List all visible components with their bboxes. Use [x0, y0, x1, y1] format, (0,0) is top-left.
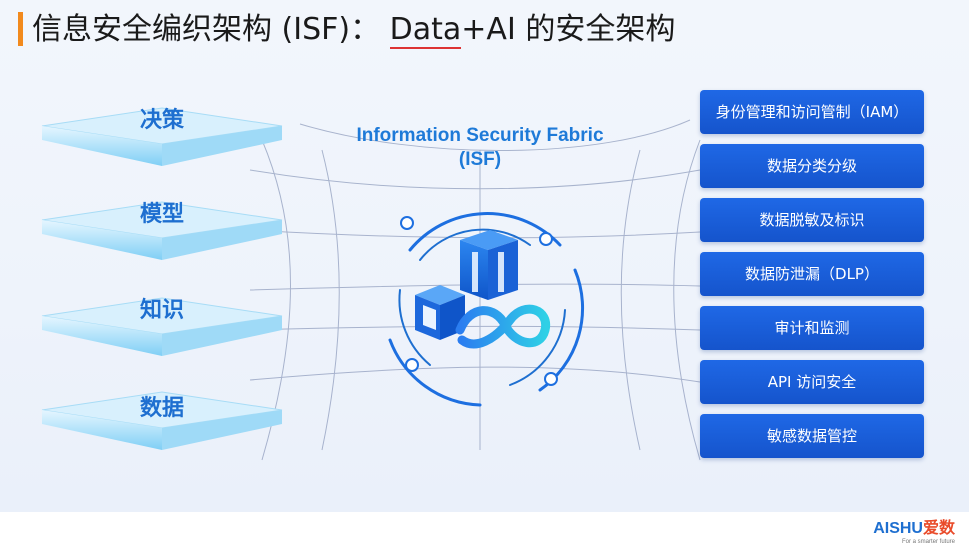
- capability-dlp[interactable]: 数据防泄漏（DLP）: [700, 252, 924, 296]
- capability-data-masking[interactable]: 数据脱敏及标识: [700, 198, 924, 242]
- layer-model: 模型: [22, 194, 302, 274]
- aishu-logo: AISHU爱数 For a smarter future: [873, 520, 955, 546]
- layered-plate-icon: [41, 297, 283, 356]
- cube-infinity-icon: [388, 212, 585, 407]
- capability-audit-monitoring[interactable]: 审计和监测: [700, 306, 924, 350]
- title-suffix: +AI 的安全架构: [461, 12, 676, 47]
- layered-plate-icon: [41, 201, 283, 260]
- logo-shu: SHU: [889, 520, 923, 537]
- title-accent-bar: [18, 12, 23, 46]
- layer-data: 数据: [22, 384, 302, 464]
- layer-knowledge: 知识: [22, 290, 302, 370]
- layer-label: 决策: [139, 108, 184, 133]
- layered-plate-icon: [41, 107, 283, 166]
- logo-wordmark: AISHU爱数: [873, 520, 955, 538]
- footer-bar: [0, 512, 969, 552]
- logo-cn: 爱数: [922, 520, 955, 537]
- title-prefix: 信息安全编织架构 (ISF)：: [32, 12, 390, 47]
- slide-canvas: 信息安全编织架构 (ISF)： Data+AI 的安全架构 决策 模型: [0, 0, 969, 512]
- isf-title-line2: (ISF): [458, 149, 502, 170]
- capability-sensitive-data[interactable]: 敏感数据管控: [700, 414, 924, 458]
- logo-tagline: For a smarter future: [901, 539, 955, 545]
- capability-iam[interactable]: 身份管理和访问管制（IAM）: [700, 90, 924, 134]
- fabric-lines: [249, 119, 701, 461]
- isf-center-title: Information Security Fabric (ISF): [320, 124, 640, 172]
- layer-label: 知识: [139, 298, 184, 323]
- layer-label: 数据: [139, 396, 184, 421]
- logo-ai: AI: [873, 520, 890, 537]
- capability-data-classification[interactable]: 数据分类分级: [700, 144, 924, 188]
- layered-plate-icon: [41, 391, 283, 450]
- layer-label: 模型: [139, 202, 184, 227]
- isf-title-line1: Information Security Fabric: [356, 125, 604, 146]
- capability-api-security[interactable]: API 访问安全: [700, 360, 924, 404]
- title-underlined: Data: [389, 12, 462, 49]
- page-title: 信息安全编织架构 (ISF)： Data+AI 的安全架构: [32, 10, 675, 50]
- layer-decision: 决策: [22, 100, 302, 180]
